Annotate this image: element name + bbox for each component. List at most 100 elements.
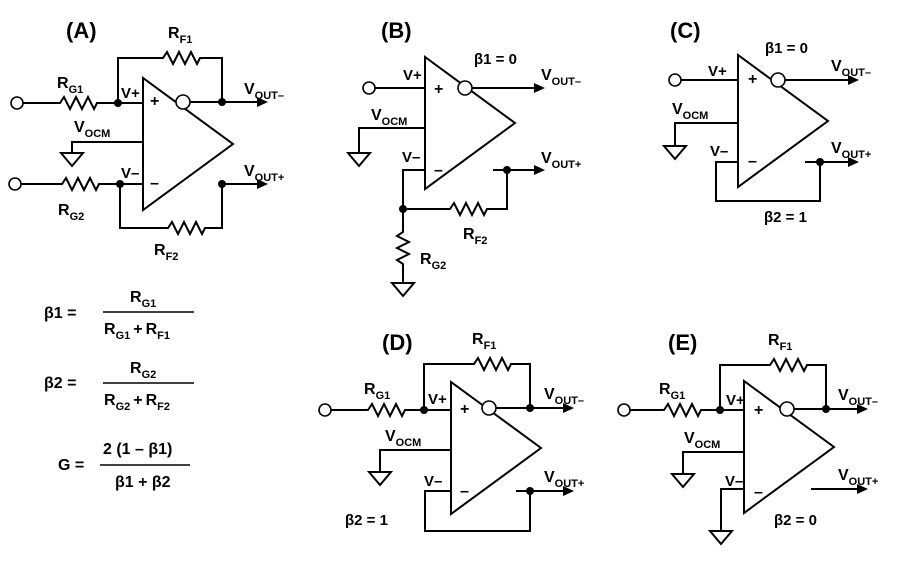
panel-e: (E) + – V+ V– β2 = 0 RF1 RG1 VOCM VOUT– … — [617, 330, 878, 546]
panel-d-input-terminal — [318, 403, 332, 417]
panel-c-ground-symbol — [661, 145, 689, 161]
panel-a-vplus-label: V+ — [121, 85, 140, 102]
panel-e-vout-minus-label: VOUT– — [838, 387, 878, 408]
panel-a-minus-sign: – — [150, 175, 159, 192]
panel-d-out-plus-arrow — [563, 486, 574, 496]
panel-b-plus-sign: + — [434, 81, 443, 98]
panel-b-vminus-label: V– — [402, 149, 420, 166]
panel-a-out-minus-arrow — [257, 97, 268, 107]
beta2-numerator: RG2 — [130, 360, 156, 381]
panel-c-out-plus-arrow — [848, 157, 859, 167]
panel-b-out-plus-arrow — [534, 165, 545, 175]
panel-a-inverting-output-bubble — [175, 94, 191, 110]
panel-c-vocm-label: VOCM — [672, 101, 708, 122]
panel-d-rg1-label: RG1 — [364, 381, 390, 402]
panel-e-vocm-label: VOCM — [684, 430, 720, 451]
panel-b-rf2-resistor — [403, 170, 508, 218]
beta1-numerator: RG1 — [130, 289, 156, 310]
panel-a-rf1-resistor — [117, 49, 223, 103]
panel-a-vout-minus-label: VOUT– — [244, 81, 284, 102]
panel-d-rg1-resistor — [331, 401, 451, 419]
panel-c-beta2-condition: β2 = 1 — [764, 209, 807, 226]
panel-e-minus-ground-wire — [720, 488, 744, 531]
panel-e-beta2-condition: β2 = 0 — [774, 512, 817, 529]
panel-e-vplus-label: V+ — [726, 392, 745, 409]
panel-d-rf1-resistor — [423, 355, 531, 410]
panel-d-ground-symbol — [366, 471, 394, 487]
panel-b-vocm-label: VOCM — [371, 107, 407, 128]
panel-e-out-minus-arrow — [857, 404, 868, 414]
panel-e-minus-sign: – — [754, 484, 763, 501]
panel-d-rf1-label: RF1 — [472, 331, 496, 352]
panel-b-inverting-output-bubble — [457, 80, 473, 96]
panel-b-vout-minus-label: VOUT– — [541, 67, 581, 88]
panel-e-inverting-output-bubble — [779, 401, 795, 417]
panel-c: (C) + – V+ V– β1 = 0 β2 = 1 VOCM VOUT– V… — [661, 18, 871, 226]
panel-b-vocm-wire — [358, 127, 425, 153]
panel-c-inverting-output-bubble — [770, 72, 786, 88]
panel-a-rg2-resistor — [21, 175, 143, 193]
panel-d-beta2-condition: β2 = 1 — [345, 512, 388, 529]
panel-a-input-terminal-top — [10, 96, 24, 110]
panel-e-label: (E) — [668, 330, 697, 355]
panel-a-node-out-plus — [218, 180, 226, 188]
panel-c-minus-sign: – — [748, 153, 757, 170]
panel-a-rf1-label: RF1 — [168, 25, 192, 46]
panel-a-amplifier — [142, 76, 235, 212]
panel-b-rg2-label: RG2 — [420, 251, 446, 272]
panel-b-input-terminal — [362, 81, 376, 95]
panel-c-node-out-plus — [816, 158, 824, 166]
gain-lhs: G = — [58, 457, 84, 474]
panel-d-node-out-minus — [526, 404, 534, 412]
panel-e-vout-plus-label: VOUT+ — [838, 467, 878, 488]
panel-b-beta1-condition: β1 = 0 — [474, 51, 517, 68]
beta2-lhs: β2 = — [44, 375, 76, 392]
panel-d-vout-minus-label: VOUT– — [544, 386, 584, 407]
beta2-denominator: RG2+RF2 — [104, 392, 170, 413]
panel-e-rg1-label: RG1 — [659, 381, 685, 402]
panel-a-label: (A) — [66, 18, 97, 43]
panel-d-vocm-wire — [379, 449, 451, 472]
panel-d-vout-plus-label: VOUT+ — [544, 469, 584, 490]
panel-a-vocm-label: VOCM — [74, 119, 110, 140]
panel-a-input-terminal-bottom — [8, 177, 22, 191]
panel-b: (B) + – V+ V– β1 = 0 VOCM RF2 RG2 VOUT– … — [345, 18, 581, 298]
panel-d-node-out-plus — [526, 487, 534, 495]
panel-c-vminus-label: V– — [710, 143, 728, 160]
panel-e-vminus-label: V– — [725, 473, 743, 490]
panel-e-out-plus-arrow — [857, 484, 868, 494]
panel-b-minus-sign: – — [434, 162, 443, 179]
panel-a-rf2-label: RF2 — [154, 242, 178, 263]
panel-d: (D) + – V+ V– β2 = 1 RF1 RG1 VOCM VOUT– … — [318, 330, 584, 532]
panel-d-label: (D) — [382, 330, 413, 355]
panel-b-vout-plus-label: VOUT+ — [541, 150, 581, 171]
panel-d-minus-sign: – — [460, 483, 469, 500]
panel-b-node-out-plus — [503, 166, 511, 174]
beta1-lhs: β1 = — [44, 305, 76, 322]
panel-c-label: (C) — [670, 18, 701, 43]
panel-a: (A) + – V+ V– RF1 RG1 VOCM RG2 RF2 VOUT– — [8, 18, 284, 263]
equations: β1 = RG1 RG1+RF1 β2 = RG2 RG2+RF2 G = 2 … — [44, 289, 194, 491]
panel-e-rf1-resistor — [719, 356, 827, 410]
panel-b-rf2-label: RF2 — [463, 226, 487, 247]
panel-a-rg1-resistor — [23, 94, 143, 112]
panel-d-amplifier — [450, 380, 543, 516]
panel-e-node-out-minus — [822, 405, 830, 413]
panel-b-rg2-resistor — [394, 209, 412, 283]
panel-d-feedback-wire — [424, 490, 531, 532]
panel-c-vout-plus-label: VOUT+ — [831, 140, 871, 161]
panel-e-rf1-label: RF1 — [768, 332, 792, 353]
panel-c-feedback-wire — [715, 161, 821, 202]
panel-a-rf2-resistor — [119, 184, 223, 237]
panel-a-ground-symbol — [58, 152, 86, 168]
panel-b-ground-symbol-bottom — [389, 282, 417, 298]
panel-e-plus-sign: + — [754, 402, 763, 419]
panel-c-vplus-label: V+ — [708, 63, 727, 80]
panel-c-vocm-wire — [674, 122, 738, 146]
panel-e-input-terminal — [617, 403, 631, 417]
panel-a-vminus-label: V– — [121, 165, 139, 182]
panel-a-node-out-minus — [218, 98, 226, 106]
gain-numerator: 2 (1 – β1) — [103, 441, 172, 458]
panel-d-plus-sign: + — [460, 401, 469, 418]
panel-d-out-minus-arrow — [563, 403, 574, 413]
